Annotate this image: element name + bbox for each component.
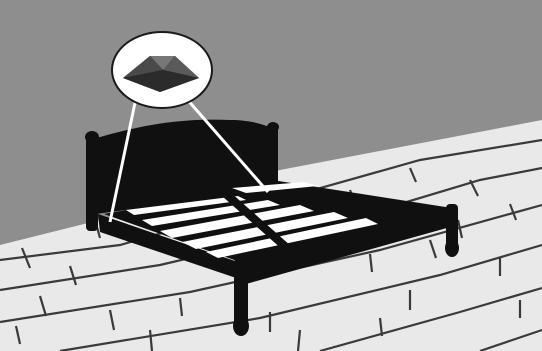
headboard-post-left <box>86 136 98 231</box>
